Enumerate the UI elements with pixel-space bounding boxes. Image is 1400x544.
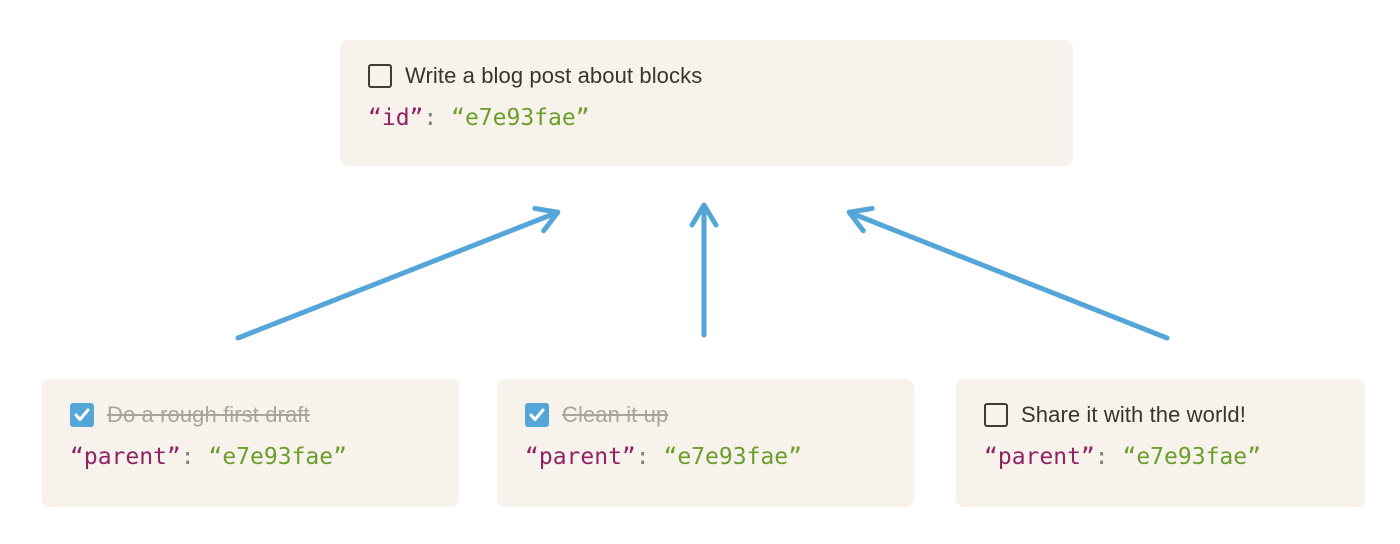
code-colon: : [1094,444,1123,470]
checkbox-checked-icon[interactable] [70,403,94,427]
code-line: “parent”: “e7e93fae” [70,442,431,472]
code-key: “parent” [525,444,636,470]
task-title: Clean it up [562,402,669,427]
code-colon: : [635,444,664,470]
arrow-right-child-to-parent [846,205,1170,341]
checkmark-icon [74,408,90,421]
code-line: “id”: “e7e93fae” [368,103,1045,133]
parent-task-card: Write a blog post about blocks “id”: “e7… [340,40,1073,166]
child-task-card-3: Share it with the world! “parent”: “e7e9… [956,379,1365,507]
task-row: Share it with the world! [984,401,1337,429]
code-value: “e7e93fae” [451,105,590,131]
child-task-card-2: Clean it up “parent”: “e7e93fae” [497,379,914,507]
checkbox-unchecked-icon[interactable] [368,64,392,88]
code-colon: : [423,105,452,131]
child-task-card-1: Do a rough first draft “parent”: “e7e93f… [42,379,459,507]
code-colon: : [180,444,209,470]
checkbox-unchecked-icon[interactable] [984,403,1008,427]
code-value: “e7e93fae” [1122,444,1261,470]
task-title: Do a rough first draft [107,402,310,427]
code-line: “parent”: “e7e93fae” [984,442,1337,472]
task-row: Write a blog post about blocks [368,62,1045,90]
code-line: “parent”: “e7e93fae” [525,442,886,472]
checkmark-icon [529,408,545,421]
arrow-left-child-to-parent [235,205,561,341]
code-key: “parent” [984,444,1095,470]
checkbox-checked-icon[interactable] [525,403,549,427]
code-value: “e7e93fae” [208,444,347,470]
code-key: “id” [368,105,424,131]
task-row: Do a rough first draft [70,401,431,429]
task-title: Share it with the world! [1021,402,1246,427]
task-row: Clean it up [525,401,886,429]
code-value: “e7e93fae” [663,444,802,470]
task-title: Write a blog post about blocks [405,63,703,88]
code-key: “parent” [70,444,181,470]
